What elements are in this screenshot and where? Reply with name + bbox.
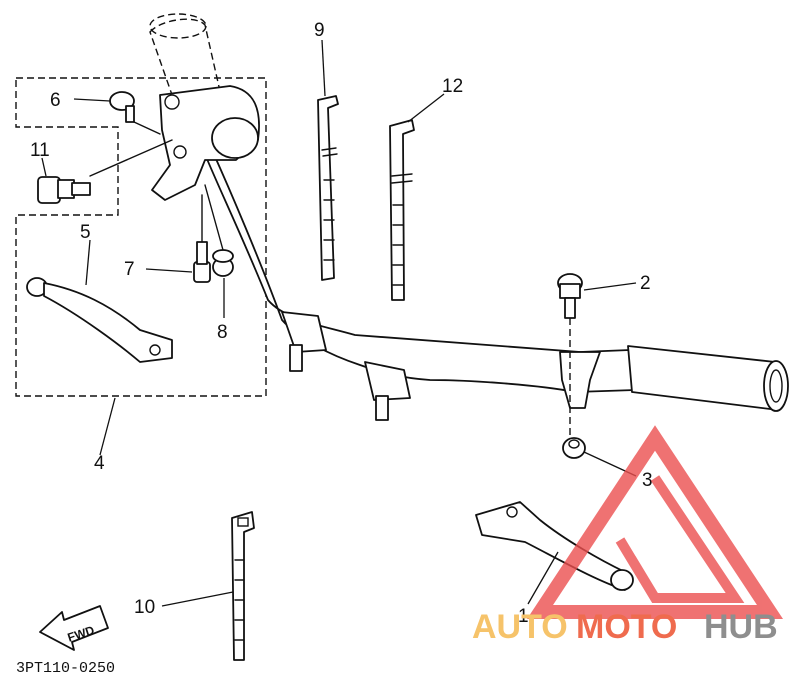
callouts: 6 11 5 7 8 9 12 2 3 4 10 1 <box>30 20 653 627</box>
callout-6: 6 <box>50 90 61 111</box>
watermark-word-auto: AUTO <box>472 608 568 646</box>
lever-holder <box>151 85 260 201</box>
nut-part-8 <box>204 184 234 277</box>
lever-part-1 <box>475 501 634 591</box>
nut-part-3 <box>562 437 586 459</box>
watermark-logo <box>526 425 784 619</box>
callout-7: 7 <box>124 259 135 280</box>
cable-tie-part-10 <box>231 511 255 661</box>
part-code: 3PT110-0250 <box>16 660 115 677</box>
callout-4: 4 <box>94 453 105 474</box>
left-grip <box>149 13 223 113</box>
bolt-part-7 <box>193 194 211 283</box>
callout-1: 1 <box>518 606 529 627</box>
bolt-part-2 <box>557 273 583 440</box>
watermark-word-hub: HUB <box>704 608 778 646</box>
cable-tie-part-9 <box>317 95 339 281</box>
callout-8: 8 <box>217 322 228 343</box>
lever-part-5 <box>26 277 173 363</box>
watermark-word-moto: MOTO <box>576 608 677 646</box>
callout-2: 2 <box>640 273 651 294</box>
fwd-arrow: FWD <box>39 605 109 651</box>
callout-11: 11 <box>30 140 50 161</box>
screw-part-6 <box>109 91 161 135</box>
watermark-text: AUTO MOTO HUB <box>472 608 778 646</box>
callout-3: 3 <box>642 470 653 491</box>
bolt-part-11 <box>37 139 173 204</box>
callout-5: 5 <box>80 222 91 243</box>
callout-9: 9 <box>314 20 325 41</box>
cable-tie-part-12 <box>389 119 415 301</box>
callout-10: 10 <box>134 597 155 618</box>
assembly-frame <box>15 77 267 397</box>
handlebar <box>195 131 789 421</box>
callout-12: 12 <box>442 76 463 97</box>
